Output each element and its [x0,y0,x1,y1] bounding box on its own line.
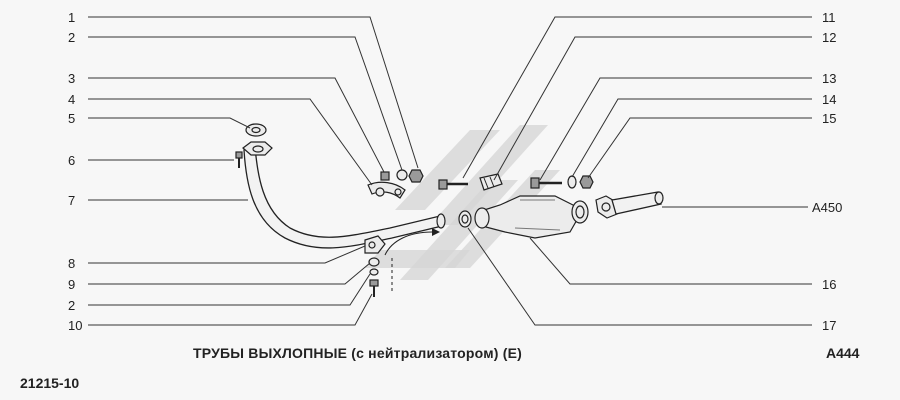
right-leader-lines [462,16,812,326]
diagram-caption: ТРУБЫ ВЫХЛОПНЫЕ (с нейтрализатором) (Е) [193,345,523,361]
callout-15: 15 [822,111,836,126]
callout-a450: A450 [812,200,842,215]
callout-5: 5 [68,111,75,126]
callout-12: 12 [822,30,836,45]
left-callout-labels: 1 2 3 4 5 6 7 8 9 2 10 [68,10,82,333]
pipe-clamp [364,235,386,254]
callout-14: 14 [822,92,836,107]
rear-pipe-flange [595,191,664,219]
direction-arrow [384,228,440,292]
right-callout-labels: 11 12 13 14 15 A450 16 17 [812,10,842,333]
figure-code: А444 [826,345,860,361]
callout-2: 2 [68,30,75,45]
callout-1: 1 [68,10,75,25]
catalyst-bolt-spring [438,173,503,191]
callout-11: 11 [822,10,836,25]
callout-8: 8 [68,256,75,271]
rear-fasteners [530,175,594,189]
front-exhaust-pipe [243,147,446,249]
callout-17: 17 [822,318,836,333]
watermark-logo [365,125,560,280]
pipe-flange-gasket [242,123,273,156]
model-code: 21215-10 [20,375,80,391]
bracket-fasteners [380,169,424,183]
lower-fasteners [368,257,380,297]
callout-10: 10 [68,318,82,333]
mounting-bracket [367,181,406,199]
callout-3: 3 [68,71,75,86]
stud-bolt [235,151,243,168]
callout-9: 9 [68,277,75,292]
callout-16: 16 [822,277,836,292]
catalytic-converter [474,195,589,239]
left-leader-lines [88,16,419,326]
callout-4: 4 [68,92,75,107]
sealing-ring [458,210,472,228]
callout-6: 6 [68,153,75,168]
callout-7: 7 [68,193,75,208]
callout-13: 13 [822,71,836,86]
callout-2-lower: 2 [68,298,75,313]
